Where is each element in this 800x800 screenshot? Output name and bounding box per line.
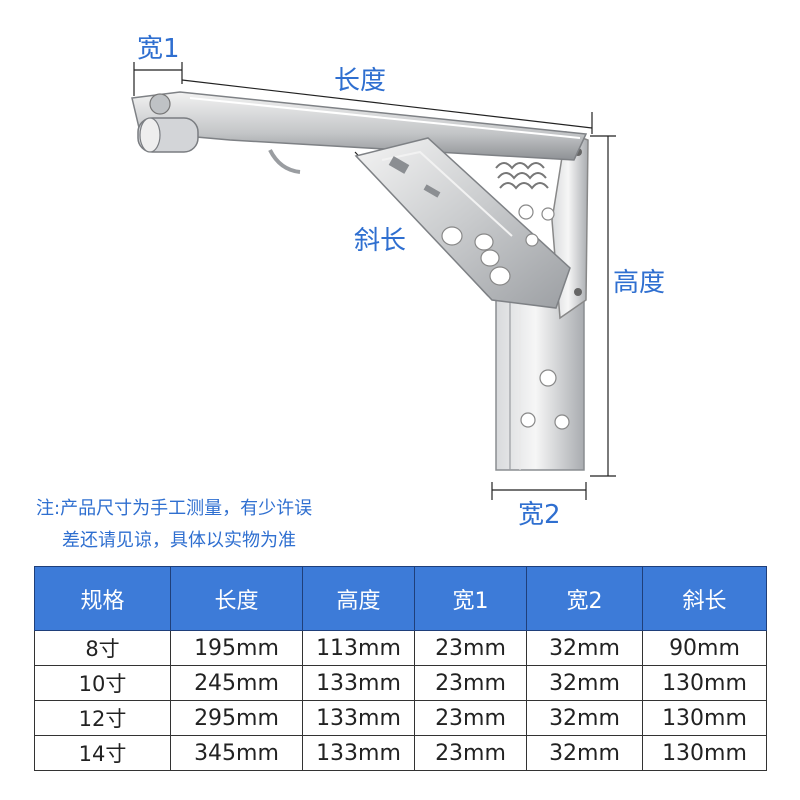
note-line-2: 差还请见谅，具体以实物为准 xyxy=(62,530,296,551)
label-width2: 宽2 xyxy=(518,500,561,530)
table-cell: 12寸 xyxy=(34,700,171,736)
table-cell: 32mm xyxy=(526,630,643,666)
table-header-row: 规格 长度 高度 宽1 宽2 斜长 xyxy=(34,566,767,631)
table-row: 8寸 195mm 113mm 23mm 32mm 90mm xyxy=(34,630,767,666)
label-height: 高度 xyxy=(613,268,666,298)
header-height: 高度 xyxy=(302,566,415,631)
table-cell: 23mm xyxy=(414,630,527,666)
table-cell: 32mm xyxy=(526,665,643,701)
note-line-1: 注:产品尺寸为手工测量，有少许误 xyxy=(36,498,313,519)
table-cell: 133mm xyxy=(302,735,415,771)
table-cell: 295mm xyxy=(170,700,303,736)
spring-coil xyxy=(495,162,549,190)
table-cell: 90mm xyxy=(642,630,767,666)
table-cell: 195mm xyxy=(170,630,303,666)
table-cell: 130mm xyxy=(642,665,767,701)
header-diagonal: 斜长 xyxy=(642,566,767,631)
table-row: 14寸 345mm 133mm 23mm 32mm 130mm xyxy=(34,735,767,771)
table-cell: 130mm xyxy=(642,735,767,771)
table-cell: 113mm xyxy=(302,630,415,666)
table-cell: 133mm xyxy=(302,700,415,736)
table-cell: 130mm xyxy=(642,700,767,736)
label-length: 长度 xyxy=(334,66,387,96)
table-cell: 23mm xyxy=(414,735,527,771)
table-row: 10寸 245mm 133mm 23mm 32mm 130mm xyxy=(34,665,767,701)
table-row: 12寸 295mm 133mm 23mm 32mm 130mm xyxy=(34,700,767,736)
table-cell: 345mm xyxy=(170,735,303,771)
table-cell: 23mm xyxy=(414,700,527,736)
header-spec: 规格 xyxy=(34,566,171,631)
table-cell: 14寸 xyxy=(34,735,171,771)
vertical-plate xyxy=(495,291,585,471)
table-cell: 32mm xyxy=(526,735,643,771)
label-width1: 宽1 xyxy=(137,34,180,64)
table-cell: 32mm xyxy=(526,700,643,736)
top-bar xyxy=(131,91,588,174)
table-cell: 133mm xyxy=(302,665,415,701)
table-cell: 23mm xyxy=(414,665,527,701)
header-width2: 宽2 xyxy=(526,566,643,631)
table-cell: 10寸 xyxy=(34,665,171,701)
diagonal-brace xyxy=(354,137,571,309)
table-cell: 245mm xyxy=(170,665,303,701)
header-width1: 宽1 xyxy=(414,566,527,631)
header-length: 长度 xyxy=(170,566,303,631)
table-cell: 8寸 xyxy=(34,630,171,666)
spec-table: 规格 长度 高度 宽1 宽2 斜长 8寸 195mm 113mm 23mm 32… xyxy=(34,566,767,771)
label-diagonal: 斜长 xyxy=(354,226,407,256)
folding-bracket-illustration xyxy=(131,62,616,500)
